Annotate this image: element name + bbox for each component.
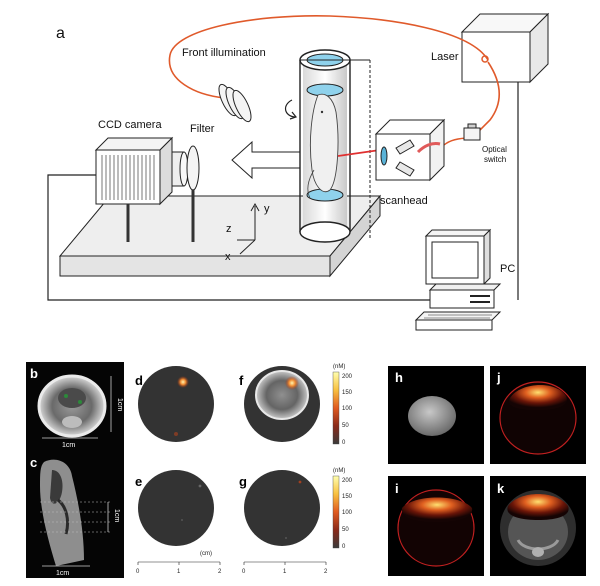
scale-left-unit: (cm) [200,551,212,557]
panel-d-letter: d [135,373,143,388]
filter-label: Filter [190,123,215,135]
panel-b-scale-horizontal: 1cm [62,442,75,449]
laser-label: Laser [431,51,459,63]
panel-e-letter: e [135,474,142,489]
colorbar-top-tick-150: 150 [342,390,353,396]
colorbar-bottom-tick-0: 0 [342,544,346,550]
scale-left-tick-1: 1 [177,569,181,575]
panel-bc: b 1cm 1cm c 1cm 1cm [26,362,124,578]
panel-a-letter: a [56,25,65,42]
panel-a: a Laser Front illumination [47,12,550,331]
scanhead [374,118,446,182]
scale-right-tick-2: 2 [324,569,328,575]
illumination-lens [218,83,252,123]
optical-switch-label-1: Optical [482,145,507,154]
excitation-beam [337,149,381,157]
ccd-camera-label: CCD camera [98,119,162,131]
panel-c-scale-horizontal: 1cm [56,570,69,577]
scale-left-tick-0: 0 [136,569,140,575]
panel-j-letter: j [496,370,501,385]
emission-arrow [231,140,301,180]
filter [186,145,200,242]
panel-e-reconstruction [138,470,214,546]
scale-right-tick-0: 0 [242,569,246,575]
panel-c-letter: c [30,455,37,470]
panel-g-reconstruction [244,470,320,546]
table-front [59,255,331,277]
panel-hijk: h j i k [388,366,586,576]
panel-f-letter: f [239,373,244,388]
panel-h-letter: h [395,370,403,385]
animal-holder [285,49,371,243]
colorbar-bottom: (nM) 200 150 100 50 0 [332,468,353,550]
panel-g-letter: g [239,474,247,489]
laser [460,12,550,84]
colorbar-bottom-tick-50: 50 [342,527,349,533]
panel-b-scale-vertical: 1cm [116,398,123,411]
front-illumination-label: Front illumination [182,47,266,59]
colorbar-bottom-tick-100: 100 [342,510,353,516]
scale-axis-right: 0 1 2 [242,561,328,575]
axis-y-label: y [264,203,270,215]
ccd-camera [94,136,189,242]
colorbar-bottom-unit: (nM) [333,468,345,474]
panel-defg: d e f g (nM) 200 150 100 50 0 (nM) [135,364,353,575]
optical-switch-label-2: switch [484,155,506,164]
scale-left-tick-2: 2 [218,569,222,575]
optical-switch [463,123,481,141]
front-illumination-fiber [168,15,489,99]
scale-right-tick-1: 1 [283,569,287,575]
scanhead-label: scanhead [380,195,428,207]
panel-d-reconstruction [138,366,214,442]
axis-x-label: x [225,251,231,263]
pc [414,228,502,331]
pc-label: PC [500,263,515,275]
camera-cable [47,174,456,301]
colorbar-bottom-tick-200: 200 [342,478,353,484]
axis-z-label: z [226,223,232,235]
scale-axis-left: (cm) 0 1 2 [136,551,222,575]
colorbar-top-tick-100: 100 [342,406,353,412]
colorbar-top-tick-0: 0 [342,440,346,446]
panel-i-letter: i [395,481,399,496]
axis-glyph [237,202,260,255]
colorbar-top: (nM) 200 150 100 50 0 [332,364,353,446]
colorbar-top-tick-50: 50 [342,423,349,429]
colorbar-top-unit: (nM) [333,364,345,370]
colorbar-top-tick-200: 200 [342,374,353,380]
colorbar-bottom-tick-150: 150 [342,494,353,500]
panel-k-letter: k [497,481,505,496]
panel-c-scale-vertical: 1cm [113,509,120,522]
panel-b-letter: b [30,366,38,381]
table-side [329,194,381,278]
